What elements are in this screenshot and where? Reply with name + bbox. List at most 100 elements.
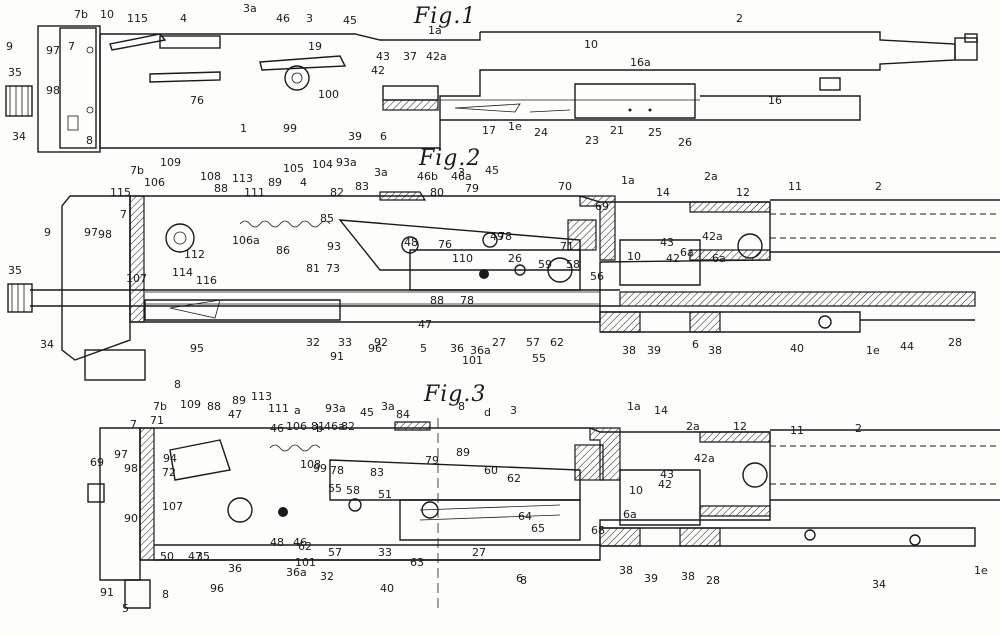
fig2-label: 4 — [300, 176, 307, 189]
fig2-label: 42a — [702, 230, 723, 243]
fig3-label: 71 — [150, 414, 164, 427]
fig2-label: 86 — [276, 244, 290, 257]
fig1-label: 98 — [46, 84, 60, 97]
fig3-label: 46a — [324, 420, 345, 433]
fig2-label: 108 — [200, 170, 221, 183]
fig1-label: 6 — [380, 130, 387, 143]
fig2-label: 78 — [460, 294, 474, 307]
fig3-label: 1e — [974, 564, 988, 577]
fig3-label: 90 — [124, 512, 138, 525]
fig3-label: 50 — [160, 550, 174, 563]
fig1-label: 26 — [678, 136, 692, 149]
fig2-label: 38 — [708, 344, 722, 357]
fig1-label: 97 — [46, 44, 60, 57]
fig3-title: Fig.3 — [424, 382, 487, 407]
fig3-label: 2a — [686, 420, 700, 433]
fig3-label: 47 — [228, 408, 242, 421]
fig3-label: 38 — [619, 564, 633, 577]
fig3-label: 8 — [520, 574, 527, 587]
fig3-label: 48 — [270, 536, 284, 549]
fig2-label: 40 — [790, 342, 804, 355]
fig3-label: 93a — [325, 402, 346, 415]
fig1-label: 99 — [283, 122, 297, 135]
fig1-label: 17 — [482, 124, 496, 137]
fig3-label: 2 — [855, 422, 862, 435]
fig3-label: 101 — [295, 556, 316, 569]
fig2-label: 79 — [465, 182, 479, 195]
fig1-label: 10 — [584, 38, 598, 51]
fig3-label: 10 — [629, 484, 643, 497]
fig2-label: 3a — [374, 166, 388, 179]
fig1-label: 34 — [12, 130, 26, 143]
fig2-label: 33 — [338, 336, 352, 349]
fig3-label: 62 — [298, 540, 312, 553]
fig2-label: 78 — [498, 230, 512, 243]
fig2-label: 38 — [622, 344, 636, 357]
fig3-label: 12 — [733, 420, 747, 433]
fig3-label: 108 — [300, 458, 321, 471]
fig2-label: 111 — [244, 186, 265, 199]
fig1-label: 42a — [426, 50, 447, 63]
fig2-label: 89 — [268, 176, 282, 189]
fig3-label: 34 — [872, 578, 886, 591]
fig3-label: 45 — [360, 406, 374, 419]
fig2-label: 70 — [558, 180, 572, 193]
fig3-label: 6a — [623, 508, 637, 521]
fig1-label: 100 — [318, 88, 339, 101]
fig2-label: 6a — [712, 252, 726, 265]
fig3-label: 99 — [313, 462, 327, 475]
fig3-label: 43 — [660, 468, 674, 481]
fig3-label: 113 — [251, 390, 272, 403]
fig3-label: 27 — [472, 546, 486, 559]
fig2-label: 101 — [462, 354, 483, 367]
fig2-label: 69 — [595, 200, 609, 213]
fig2-label: 93 — [327, 240, 341, 253]
fig2-label: 2 — [875, 180, 882, 193]
fig2-label: 88 — [430, 294, 444, 307]
fig3-label: 83 — [370, 466, 384, 479]
fig1-label: 16 — [768, 94, 782, 107]
fig2-label: 47 — [418, 318, 432, 331]
fig1-label: 3a — [243, 2, 257, 15]
fig2-label: 110 — [452, 252, 473, 265]
fig2-label: 14 — [656, 186, 670, 199]
fig2-label: 59 — [538, 258, 552, 271]
fig3-label: 38 — [681, 570, 695, 583]
fig2-label: 9 — [44, 226, 51, 239]
fig2-label: 3 — [458, 166, 465, 179]
fig3-label: 36a — [286, 566, 307, 579]
fig3-label: 65 — [531, 522, 545, 535]
fig2-label: 34 — [40, 338, 54, 351]
fig2-label: 76 — [438, 238, 452, 251]
fig3-label: 84 — [396, 408, 410, 421]
fig1-label: 35 — [8, 66, 22, 79]
fig1-label: 21 — [610, 124, 624, 137]
fig2-label: 49 — [490, 230, 504, 243]
fig3-label: 109 — [180, 398, 201, 411]
fig2-label: 106a — [232, 234, 260, 247]
fig3-label: 42a — [694, 452, 715, 465]
fig3-label: 8 — [162, 588, 169, 601]
fig2-label: 57 — [526, 336, 540, 349]
fig3-label: 46 — [293, 536, 307, 549]
fig3-label: 89 — [232, 394, 246, 407]
fig3-label: 62 — [507, 472, 521, 485]
fig2-label: 43 — [660, 236, 674, 249]
fig2-label: 105 — [283, 162, 304, 175]
fig3-label: 28 — [706, 574, 720, 587]
fig3-label: 89 — [456, 446, 470, 459]
fig3-label: 7 — [130, 418, 137, 431]
fig2-label: 92 — [374, 336, 388, 349]
fig1-label: 42 — [371, 64, 385, 77]
fig3-label: 32 — [320, 570, 334, 583]
fig2-label: 39 — [647, 344, 661, 357]
fig2-label: 113 — [232, 172, 253, 185]
fig3-label: 6 — [516, 572, 523, 585]
fig3-label: 111 — [268, 402, 289, 415]
fig2-label: 12 — [736, 186, 750, 199]
fig1-label: 115 — [127, 12, 148, 25]
fig1-label: 23 — [585, 134, 599, 147]
fig1-label: 1 — [240, 122, 247, 135]
fig2-label: 1a — [621, 174, 635, 187]
